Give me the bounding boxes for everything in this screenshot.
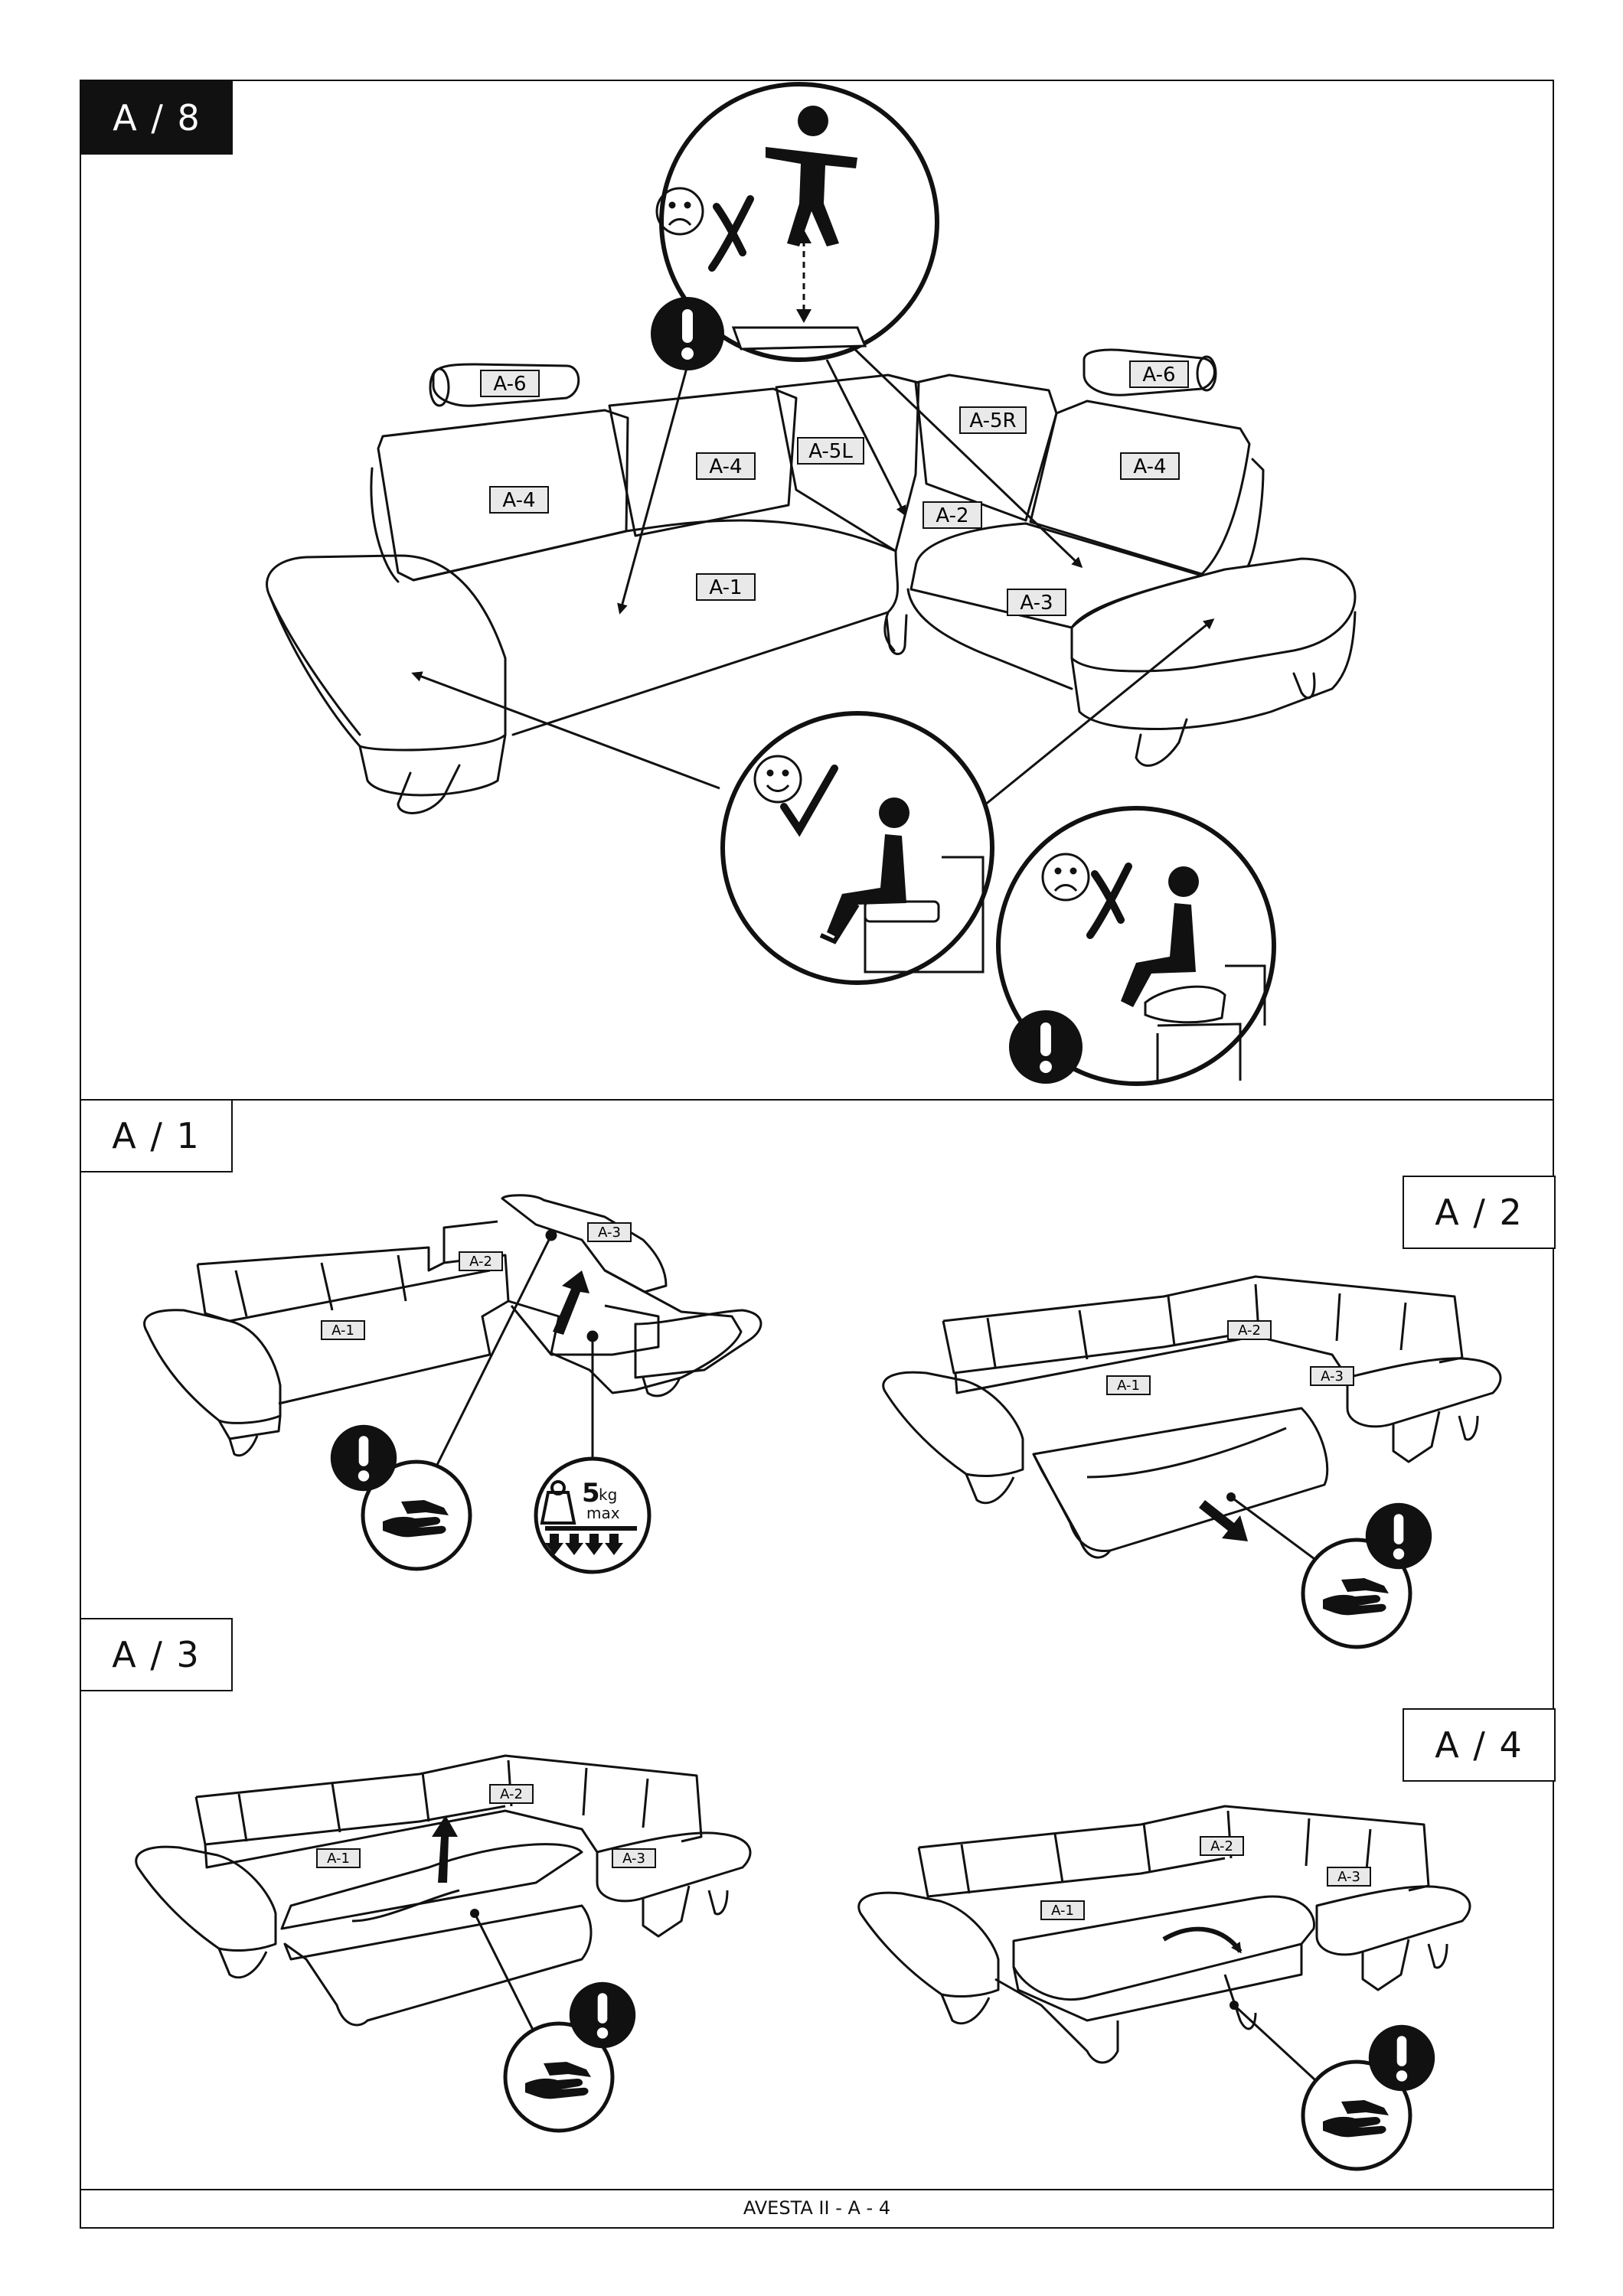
warning-icon [1009, 1010, 1083, 1084]
svg-text:A-1: A-1 [1051, 1903, 1074, 1919]
warning-icon [330, 1424, 397, 1492]
warning-icon [1368, 2024, 1435, 2092]
warning-icon [1365, 1502, 1432, 1570]
weight-unit: kg [599, 1486, 617, 1504]
a1-hand-callout [330, 1424, 472, 1571]
label-a5r: A-5R [959, 406, 1027, 434]
part-labels-a3: A-1 A-2 A-3 [316, 1784, 656, 1868]
section-tab-a1: A / 1 [80, 1099, 233, 1172]
weight-qualifier: max [586, 1504, 620, 1522]
svg-text:A-6: A-6 [493, 373, 526, 396]
instruction-page-frame: A / 8 A / 1 A / 2 A / 3 A / 4 AVESTA II … [80, 80, 1556, 2229]
svg-text:A-1: A-1 [1117, 1378, 1140, 1394]
label-a6-left: A-6 [480, 370, 540, 397]
part-labels-a2: A-1 A-2 A-3 [1106, 1320, 1354, 1395]
label-a3-s1: A-3 [587, 1222, 632, 1242]
label-a1-main: A-1 [696, 573, 756, 601]
weight-value: 5 [582, 1478, 600, 1508]
part-labels-a1: A-1 A-2 A-3 [321, 1222, 632, 1340]
page-footer: AVESTA II - A - 4 [743, 2197, 891, 2219]
divider-a8 [81, 1099, 1553, 1101]
correct-sitting-callout [720, 711, 994, 985]
warning-icon [651, 297, 724, 370]
svg-text:A-2: A-2 [1238, 1322, 1261, 1339]
svg-text:A-4: A-4 [709, 455, 742, 478]
backrest-top-icon [731, 326, 867, 351]
svg-text:A-5L: A-5L [808, 440, 853, 463]
a2-pull-arrow [1199, 1500, 1248, 1541]
a3-lift-arrow [432, 1815, 458, 1883]
label-a6-right: A-6 [1129, 360, 1189, 388]
sofa-a1-drawing [143, 1194, 763, 1457]
cross-mark-icon [1086, 863, 1132, 939]
svg-text:A-6: A-6 [1142, 364, 1175, 386]
sad-face-icon [655, 187, 704, 236]
sofa-main-drawing [266, 348, 1357, 814]
sad-face-icon [1041, 853, 1090, 902]
a4-fold-arrow [1162, 1926, 1243, 1954]
label-a1-s1: A-1 [321, 1320, 365, 1340]
sofa-a3-drawing [135, 1754, 752, 2027]
label-a1-s2: A-1 [1106, 1375, 1151, 1395]
happy-face-icon [753, 755, 802, 804]
svg-text:A-1: A-1 [331, 1322, 354, 1339]
a3-hand-callout [503, 1981, 636, 2133]
section-tab-a2: A / 2 [1403, 1176, 1556, 1249]
a1-lift-arrow [553, 1270, 589, 1335]
check-mark-icon [780, 765, 838, 837]
warning-icon [569, 1981, 636, 2049]
part-labels-a4: A-1 A-2 A-3 [1040, 1836, 1371, 1920]
label-a3-main: A-3 [1007, 589, 1066, 616]
divider-footer [81, 2189, 1553, 2190]
load-arrows-icon [545, 1526, 637, 1555]
svg-text:A-2: A-2 [936, 504, 968, 527]
svg-text:A-2: A-2 [500, 1786, 523, 1802]
weight-limit-callout: 5 kg max [534, 1456, 651, 1574]
label-a2-s3: A-2 [489, 1784, 534, 1804]
label-a3-s2: A-3 [1310, 1366, 1354, 1386]
label-a5l: A-5L [797, 437, 864, 465]
pointer-arrows-a8 [411, 343, 1215, 807]
weight-icon [540, 1480, 576, 1525]
label-a3-s3: A-3 [612, 1848, 656, 1868]
label-a1-s4: A-1 [1040, 1900, 1085, 1920]
label-a2-s1: A-2 [459, 1251, 503, 1271]
a2-hand-callout [1301, 1502, 1432, 1649]
label-a2-s4: A-2 [1200, 1836, 1244, 1856]
label-a2-main: A-2 [923, 501, 982, 529]
svg-text:A-4: A-4 [502, 489, 535, 512]
label-a3-s4: A-3 [1327, 1867, 1371, 1887]
label-a2-s2: A-2 [1227, 1320, 1272, 1340]
label-a4-mid: A-4 [696, 452, 756, 480]
svg-text:A-2: A-2 [469, 1254, 492, 1270]
svg-text:A-3: A-3 [1337, 1869, 1360, 1885]
label-a4-right: A-4 [1120, 452, 1180, 480]
svg-text:A-3: A-3 [598, 1225, 621, 1241]
svg-text:A-3: A-3 [1020, 592, 1053, 615]
section-tab-a3: A / 3 [80, 1618, 233, 1691]
svg-text:A-5R: A-5R [969, 409, 1016, 432]
cross-mark-icon [708, 195, 754, 272]
a1-callouts [433, 1229, 599, 1470]
label-a1-s3: A-1 [316, 1848, 361, 1868]
standing-person-icon [766, 106, 857, 246]
no-standing-callout [651, 82, 939, 370]
no-sitting-on-arm-callout [996, 806, 1276, 1086]
svg-text:A-3: A-3 [1321, 1368, 1344, 1384]
svg-text:A-3: A-3 [622, 1851, 645, 1867]
svg-text:A-1: A-1 [709, 576, 742, 599]
seated-person-icon [1121, 866, 1199, 1007]
sofa-a4-drawing [857, 1805, 1471, 2064]
svg-text:A-2: A-2 [1210, 1838, 1233, 1854]
seated-person-icon [819, 797, 909, 944]
section-tab-a4: A / 4 [1403, 1708, 1556, 1782]
part-labels-a8: A-6 A-6 A-4 A-4 A-5L A-5R A-4 A-2 A-1 A-… [480, 360, 1189, 616]
section-tab-a8: A / 8 [81, 81, 233, 155]
svg-text:A-1: A-1 [327, 1851, 350, 1867]
label-a4-left: A-4 [489, 486, 549, 514]
svg-text:A-4: A-4 [1133, 455, 1166, 478]
a4-hand-callout [1301, 2024, 1435, 2171]
